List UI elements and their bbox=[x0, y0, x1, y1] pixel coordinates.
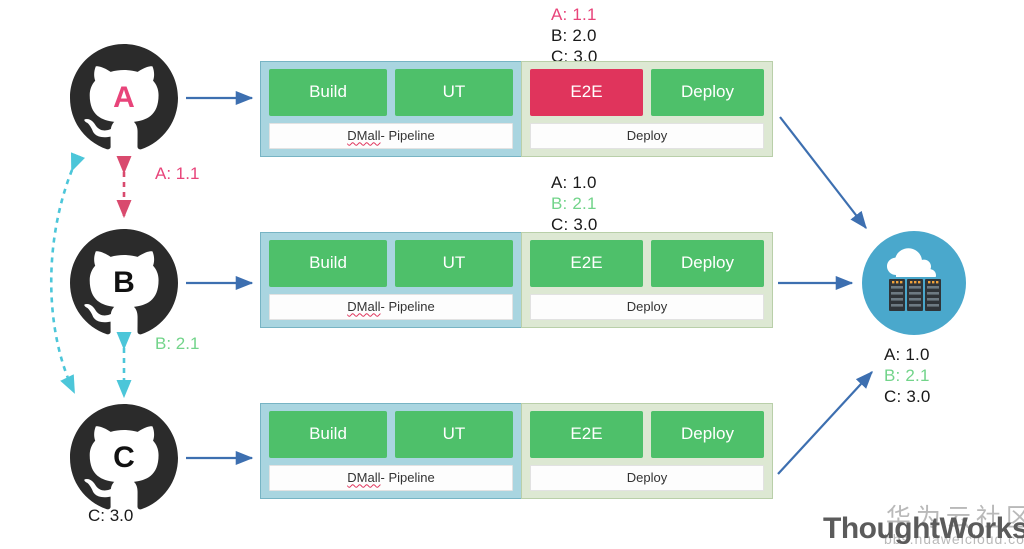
deploy-group: E2E Deploy Deploy bbox=[521, 403, 773, 499]
stage-e2e[interactable]: E2E bbox=[530, 240, 643, 287]
dashed-link-a-c bbox=[49, 152, 85, 394]
watermark-cn-text: 华为云社区 bbox=[885, 504, 1024, 532]
footer-suffix: - Pipeline bbox=[380, 128, 435, 144]
arrow-row-a-to-cloud bbox=[779, 116, 867, 230]
build-group: Build UT DMall - Pipeline bbox=[260, 232, 522, 328]
github-octocat-icon bbox=[70, 404, 178, 510]
watermark-thoughtworks: ThoughtWorks bbox=[823, 512, 1024, 545]
stage-row: Build UT bbox=[269, 240, 513, 287]
node-caption-b: B: 2.1 bbox=[155, 334, 200, 353]
version-line-b: B: 2.1 bbox=[884, 366, 930, 385]
footer-project-name: DMall bbox=[347, 470, 381, 486]
footer-suffix: - Pipeline bbox=[380, 299, 435, 315]
build-group: Build UT DMall - Pipeline bbox=[260, 61, 522, 157]
stage-row: Build UT bbox=[269, 411, 513, 458]
deploy-group-footer: Deploy bbox=[530, 293, 764, 320]
node-caption-a: A: 1.1 bbox=[155, 164, 200, 183]
version-line-b: B: 2.1 bbox=[551, 194, 597, 213]
github-octocat-icon bbox=[70, 229, 178, 335]
stage-row: E2E Deploy bbox=[530, 240, 764, 287]
footer-project-name: DMall bbox=[347, 299, 381, 315]
version-line-c: C: 3.0 bbox=[551, 215, 598, 234]
footer-project-name: DMall bbox=[347, 128, 381, 144]
stage-deploy[interactable]: Deploy bbox=[651, 240, 764, 287]
stage-row: E2E Deploy bbox=[530, 69, 764, 116]
stage-ut[interactable]: UT bbox=[395, 240, 513, 287]
stage-row: Build UT bbox=[269, 69, 513, 116]
build-group-footer: DMall - Pipeline bbox=[269, 122, 513, 149]
deploy-group-footer: Deploy bbox=[530, 464, 764, 491]
stage-e2e[interactable]: E2E bbox=[530, 69, 643, 116]
stage-build[interactable]: Build bbox=[269, 240, 387, 287]
github-node-c[interactable]: C bbox=[70, 404, 178, 512]
build-group-footer: DMall - Pipeline bbox=[269, 293, 513, 320]
stage-ut[interactable]: UT bbox=[395, 69, 513, 116]
footer-suffix: - Pipeline bbox=[380, 470, 435, 486]
arrow-row-c-to-cloud bbox=[777, 371, 873, 475]
deploy-group-footer: Deploy bbox=[530, 122, 764, 149]
build-group: Build UT DMall - Pipeline bbox=[260, 403, 522, 499]
version-line-a: A: 1.0 bbox=[551, 173, 597, 192]
pipeline-row-b: Build UT DMall - Pipeline E2E Deploy Dep… bbox=[260, 232, 773, 328]
stage-deploy[interactable]: Deploy bbox=[651, 69, 764, 116]
version-line-a: A: 1.1 bbox=[551, 5, 597, 24]
pipeline-row-a: Build UT DMall - Pipeline E2E Deploy Dep… bbox=[260, 61, 773, 157]
version-stack-row-a: A: 1.1 B: 2.0 C: 3.0 bbox=[551, 4, 598, 67]
deploy-group: E2E Deploy Deploy bbox=[521, 232, 773, 328]
version-line-c: C: 3.0 bbox=[884, 387, 931, 406]
github-node-b[interactable]: B bbox=[70, 229, 178, 337]
stage-e2e[interactable]: E2E bbox=[530, 411, 643, 458]
version-stack-cloud: A: 1.0 B: 2.1 C: 3.0 bbox=[884, 344, 931, 407]
stage-row: E2E Deploy bbox=[530, 411, 764, 458]
cloud-environment-node[interactable] bbox=[862, 231, 966, 335]
version-line-b: B: 2.0 bbox=[551, 26, 597, 45]
version-line-a: A: 1.0 bbox=[884, 345, 930, 364]
github-octocat-icon bbox=[70, 44, 178, 150]
github-node-a[interactable]: A bbox=[70, 44, 178, 152]
stage-deploy[interactable]: Deploy bbox=[651, 411, 764, 458]
stage-build[interactable]: Build bbox=[269, 411, 387, 458]
deploy-group: E2E Deploy Deploy bbox=[521, 61, 773, 157]
watermark-huaweicloud: 华为云社区 bbs.huaweicloud.com bbox=[884, 498, 1024, 547]
watermark-cn-url: bbs.huaweicloud.com bbox=[884, 531, 1024, 547]
stage-ut[interactable]: UT bbox=[395, 411, 513, 458]
version-stack-row-b: A: 1.0 B: 2.1 C: 3.0 bbox=[551, 172, 598, 235]
cloud-server-icon bbox=[862, 231, 966, 335]
stage-build[interactable]: Build bbox=[269, 69, 387, 116]
build-group-footer: DMall - Pipeline bbox=[269, 464, 513, 491]
node-caption-c: C: 3.0 bbox=[88, 506, 134, 525]
pipeline-row-c: Build UT DMall - Pipeline E2E Deploy Dep… bbox=[260, 403, 773, 499]
